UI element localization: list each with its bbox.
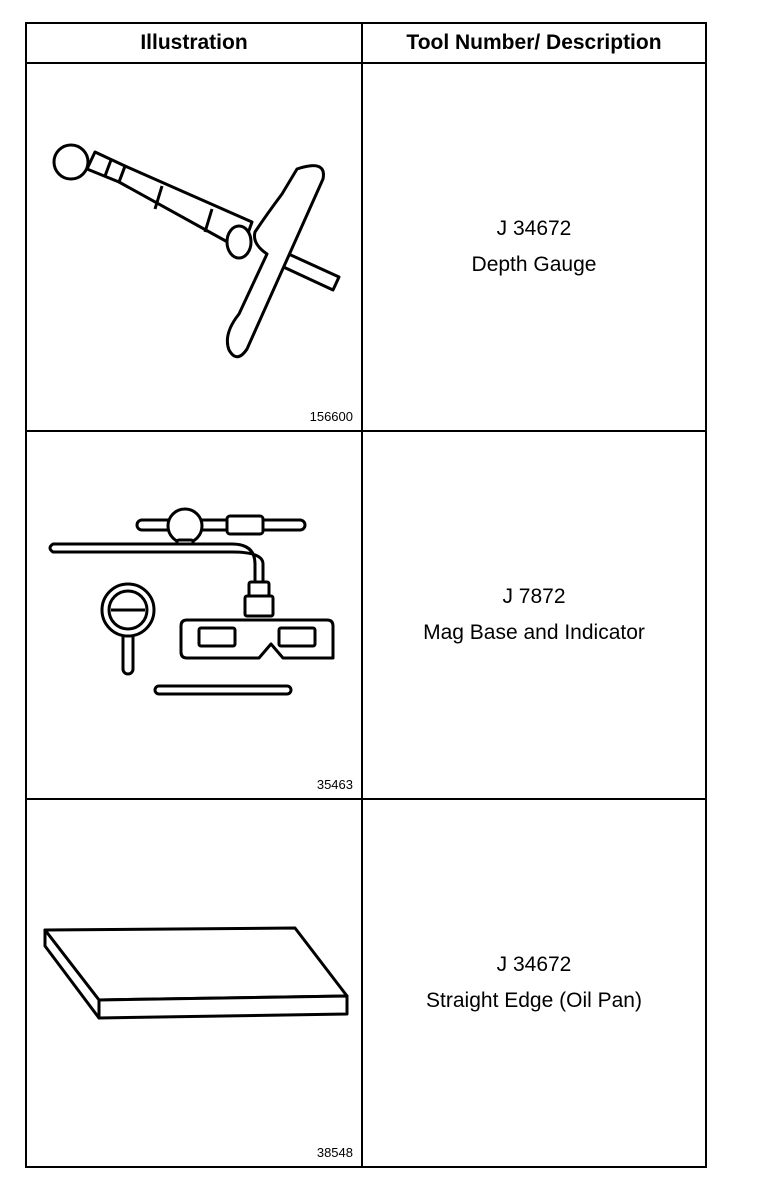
illustration-cell: 38548 xyxy=(25,798,363,1168)
table-row: 38548 J 34672 Straight Edge (Oil Pan) xyxy=(25,798,707,1168)
figure-number: 38548 xyxy=(316,1145,353,1160)
description-cell: J 34672 Depth Gauge xyxy=(361,62,707,432)
illustration-cell: 156600 xyxy=(25,62,363,432)
illustration-header: Illustration xyxy=(25,22,363,64)
table-row: 156600 J 34672 Depth Gauge xyxy=(25,62,707,432)
tool-description: Straight Edge (Oil Pan) xyxy=(426,989,642,1012)
header-row: Illustration Tool Number/ Description xyxy=(25,22,707,64)
tool-number: J 34672 xyxy=(496,953,572,976)
tool-number: J 34672 xyxy=(496,217,572,240)
mag-base-indicator-icon xyxy=(48,507,335,696)
figure-number: 35463 xyxy=(316,777,353,792)
tool-description: Mag Base and Indicator xyxy=(423,621,645,644)
tool-description: Depth Gauge xyxy=(471,253,597,276)
description-header: Tool Number/ Description xyxy=(361,22,707,64)
description-cell: J 34672 Straight Edge (Oil Pan) xyxy=(361,798,707,1168)
tool-number: J 7872 xyxy=(502,585,566,608)
description-cell: J 7872 Mag Base and Indicator xyxy=(361,430,707,800)
depth-gauge-icon xyxy=(52,143,341,359)
straight-edge-icon xyxy=(43,926,349,1020)
illustration-cell: 35463 xyxy=(25,430,363,800)
tool-table: Illustration Tool Number/ Description xyxy=(25,22,707,1168)
figure-number: 156600 xyxy=(309,409,353,424)
table-row: 35463 J 7872 Mag Base and Indicator xyxy=(25,430,707,800)
